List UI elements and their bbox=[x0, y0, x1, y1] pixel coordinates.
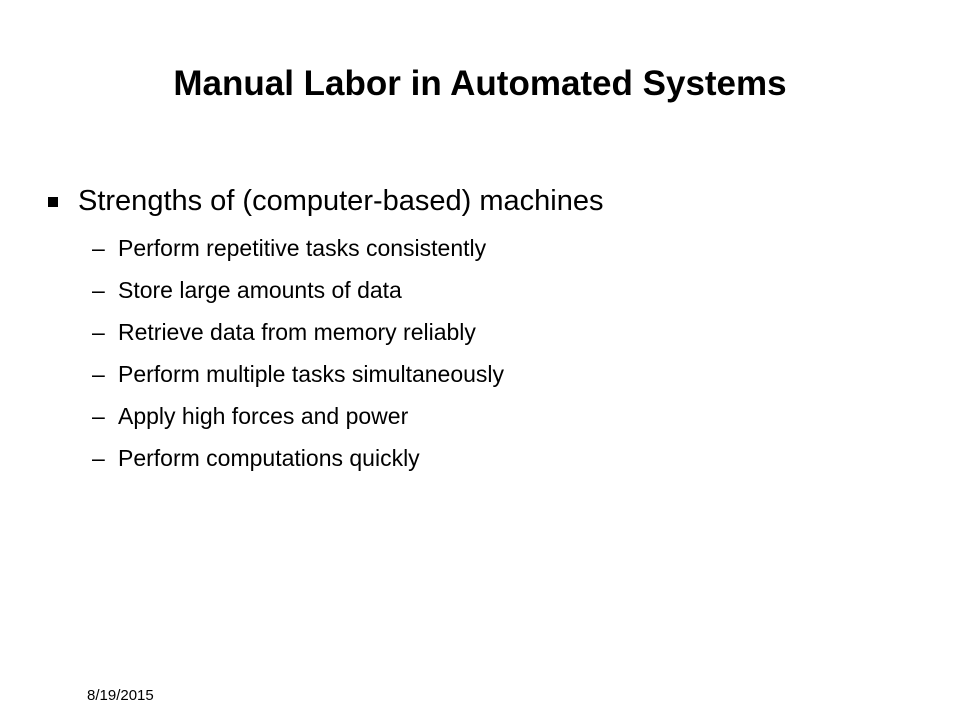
sub-bullet-text: Store large amounts of data bbox=[118, 276, 402, 303]
footer-date: 8/19/2015 bbox=[87, 687, 154, 704]
dash-bullet-icon: – bbox=[92, 402, 105, 429]
square-bullet-icon bbox=[48, 197, 58, 207]
slide-title: Manual Labor in Automated Systems bbox=[173, 64, 787, 103]
sub-bullet-item: – Perform multiple tasks simultaneously bbox=[92, 353, 504, 395]
dash-bullet-icon: – bbox=[92, 360, 105, 387]
sub-bullet-item: – Perform repetitive tasks consistently bbox=[92, 227, 504, 269]
sub-bullet-text: Perform repetitive tasks consistently bbox=[118, 234, 487, 261]
main-bullet-text: Strengths of (computer-based) machines bbox=[78, 185, 604, 217]
sub-bullet-text: Retrieve data from memory reliably bbox=[118, 318, 476, 345]
sub-bullet-item: – Apply high forces and power bbox=[92, 395, 504, 437]
dash-bullet-icon: – bbox=[92, 318, 105, 345]
sub-bullet-item: – Retrieve data from memory reliably bbox=[92, 311, 504, 353]
sub-bullet-text: Apply high forces and power bbox=[118, 402, 409, 429]
sub-bullet-item: – Perform computations quickly bbox=[92, 437, 504, 479]
dash-bullet-icon: – bbox=[92, 234, 105, 261]
sub-bullet-list: – Perform repetitive tasks consistently … bbox=[92, 227, 504, 479]
dash-bullet-icon: – bbox=[92, 276, 105, 303]
dash-bullet-icon: – bbox=[92, 444, 105, 471]
sub-bullet-item: – Store large amounts of data bbox=[92, 269, 504, 311]
main-bullet: Strengths of (computer-based) machines bbox=[48, 179, 603, 223]
sub-bullet-text: Perform multiple tasks simultaneously bbox=[118, 360, 505, 387]
sub-bullet-text: Perform computations quickly bbox=[118, 444, 420, 471]
